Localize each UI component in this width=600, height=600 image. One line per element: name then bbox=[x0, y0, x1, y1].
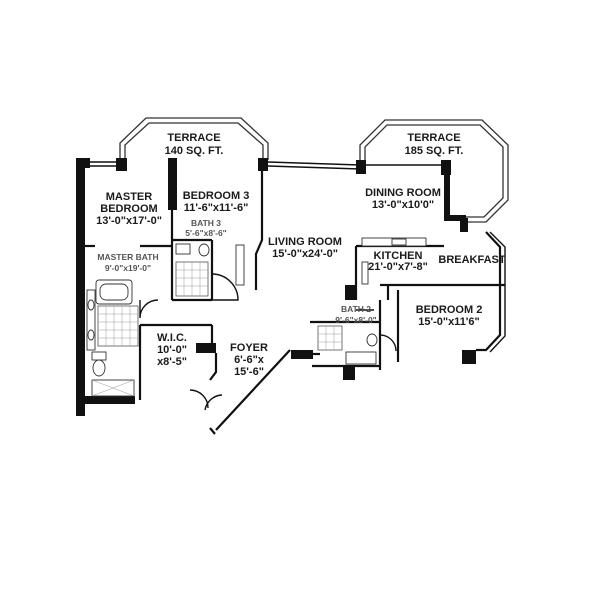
bath2-size: 9'-6"x8'-0" bbox=[335, 315, 376, 325]
bedroom3-size: 11'-6"x11'-6" bbox=[184, 202, 249, 214]
living-room-size: 15'-0"x24'-0" bbox=[272, 248, 338, 260]
terrace-right-size: 185 SQ. FT. bbox=[405, 145, 464, 157]
master-bath-name: MASTER BATH bbox=[97, 252, 158, 262]
labels-bedroom2: BEDROOM 2 15'-0"x11'6" bbox=[416, 304, 483, 328]
labels-living: LIVING ROOM 15'-0"x24'-0" bbox=[268, 236, 342, 260]
foyer-name: FOYER bbox=[230, 342, 268, 354]
living-room-name: LIVING ROOM bbox=[268, 236, 342, 248]
kitchen-name: KITCHEN bbox=[374, 250, 423, 262]
bedroom3-name: BEDROOM 3 bbox=[183, 190, 250, 202]
labels-terrace-right: TERRACE 185 SQ. FT. bbox=[405, 132, 464, 157]
master-bath-tub bbox=[95, 279, 133, 305]
terrace-right-name: TERRACE bbox=[407, 132, 460, 144]
bath3-name: BATH 3 bbox=[191, 218, 221, 228]
labels-terrace-left: TERRACE 140 SQ. FT. bbox=[165, 132, 224, 157]
terrace-left-size: 140 SQ. FT. bbox=[165, 145, 224, 157]
master-bedroom-size: 13'-0"x17'-0" bbox=[96, 215, 162, 227]
bath2-name: BATH 2 bbox=[341, 304, 371, 314]
bedroom3-closet bbox=[235, 244, 245, 286]
labels-master-bath: MASTER BATH 9'-0"x19'-0" bbox=[97, 252, 158, 273]
foyer-size-2: 15'-6" bbox=[234, 366, 264, 378]
master-bedroom-name-2: BEDROOM bbox=[100, 203, 157, 215]
master-bath-sinks bbox=[86, 289, 96, 351]
breakfast-name: BREAKFAST bbox=[438, 254, 506, 266]
master-bath-toilet bbox=[91, 351, 107, 377]
labels-bath2: BATH 2 9'-6"x8'-0" bbox=[335, 304, 376, 325]
interior-walls bbox=[85, 171, 506, 435]
bath2-fixtures bbox=[317, 325, 378, 365]
labels-wic: W.I.C. 10'-0" x8'-5" bbox=[157, 332, 187, 368]
kitchen-counter bbox=[361, 237, 427, 285]
dining-room-name: DINING ROOM bbox=[365, 187, 441, 199]
dining-room-size: 13'-0"x10'0" bbox=[372, 199, 434, 211]
terrace-right-outline bbox=[359, 119, 509, 223]
master-bedroom-name-1: MASTER bbox=[106, 191, 153, 203]
labels-master-bedroom: MASTER BEDROOM 13'-0"x17'-0" bbox=[96, 191, 162, 227]
kitchen-size: 21'-0"x7'-8" bbox=[368, 261, 428, 273]
bedroom2-name: BEDROOM 2 bbox=[416, 304, 483, 316]
wic-size-1: 10'-0" bbox=[157, 344, 187, 356]
terrace-left-name: TERRACE bbox=[167, 132, 220, 144]
master-bath-size: 9'-0"x19'-0" bbox=[105, 263, 151, 273]
foyer-size-1: 6'-6"x bbox=[234, 354, 265, 366]
bath3-fixtures bbox=[175, 243, 210, 297]
structural-walls bbox=[76, 158, 476, 416]
bath3-size: 5'-6"x8'-6" bbox=[185, 228, 226, 238]
door-swings bbox=[139, 273, 397, 411]
labels-bedroom3: BEDROOM 3 11'-6"x11'-6" bbox=[183, 190, 250, 214]
labels-kitchen: KITCHEN 21'-0"x7'-8" bbox=[368, 250, 428, 273]
wic-name: W.I.C. bbox=[157, 332, 187, 344]
terrace-left-outline bbox=[119, 117, 269, 160]
bedroom2-size: 15'-0"x11'6" bbox=[418, 316, 480, 328]
master-shower bbox=[91, 379, 135, 397]
labels-bath3: BATH 3 5'-6"x8'-6" bbox=[185, 218, 226, 238]
labels-dining: DINING ROOM 13'-0"x10'0" bbox=[365, 187, 441, 211]
wic-size-2: x8'-5" bbox=[157, 356, 187, 368]
master-bath-tiles bbox=[97, 305, 139, 347]
labels-foyer: FOYER 6'-6"x 15'-6" bbox=[230, 342, 268, 378]
